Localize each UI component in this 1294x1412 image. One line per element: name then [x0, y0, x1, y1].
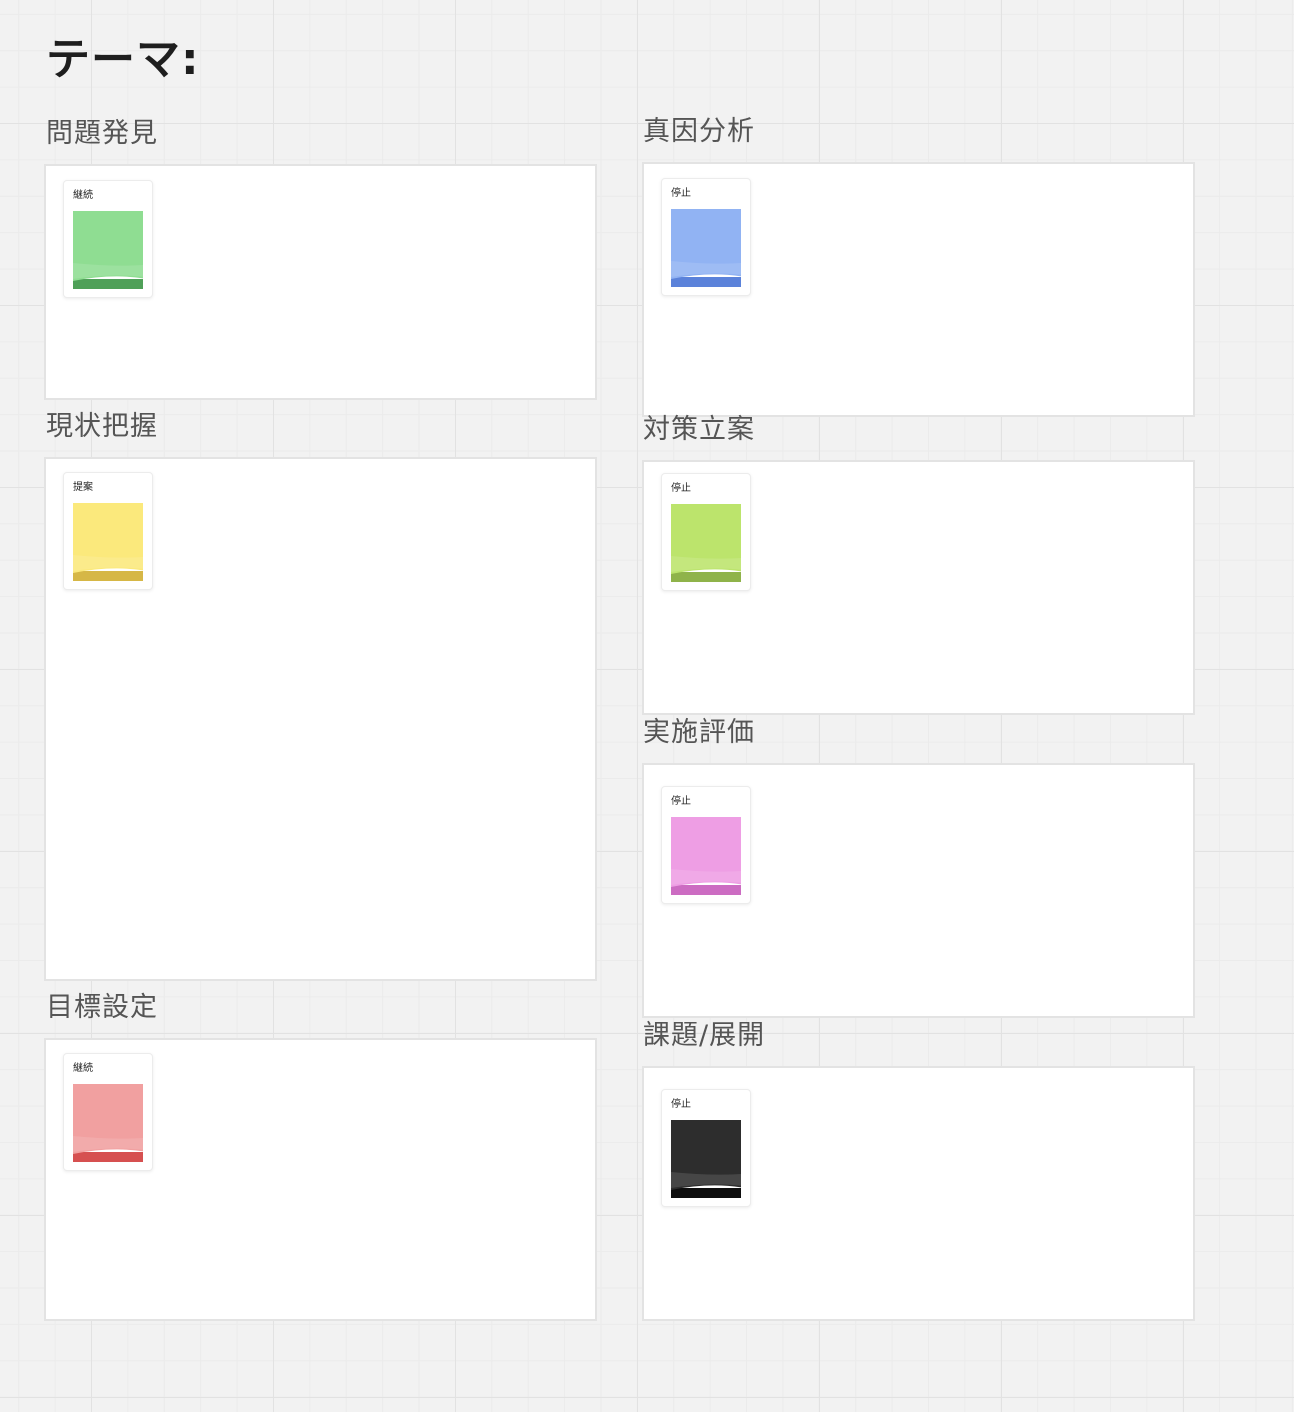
- frame-goal-setting[interactable]: 継続: [44, 1038, 597, 1321]
- card-label: 停止: [671, 483, 691, 494]
- card-label: 停止: [671, 796, 691, 807]
- frame-evaluation[interactable]: 停止: [642, 763, 1195, 1018]
- sticky-note-card[interactable]: 停止: [661, 473, 751, 591]
- frame-issues-expansion[interactable]: 停止: [642, 1066, 1195, 1321]
- sticky-note-red-icon: [73, 1084, 143, 1162]
- card-label: 継続: [73, 1063, 93, 1074]
- card-label: 停止: [671, 188, 691, 199]
- sticky-note-yellow-icon: [73, 503, 143, 581]
- board-title: テーマ:: [46, 34, 200, 85]
- sticky-note-blue-icon: [671, 209, 741, 287]
- sticky-note-card[interactable]: 提案: [63, 472, 153, 590]
- section-label-evaluation: 実施評価: [643, 717, 755, 748]
- sticky-note-pink-icon: [671, 817, 741, 895]
- sticky-note-lime-icon: [671, 504, 741, 582]
- section-label-goal-setting: 目標設定: [46, 992, 158, 1023]
- card-label: 継続: [73, 190, 93, 201]
- card-label: 停止: [671, 1099, 691, 1110]
- section-label-current-state: 現状把握: [46, 411, 158, 442]
- sticky-note-black-icon: [671, 1120, 741, 1198]
- sticky-note-card[interactable]: 停止: [661, 1089, 751, 1207]
- sticky-note-card[interactable]: 継続: [63, 1053, 153, 1171]
- sticky-note-card[interactable]: 停止: [661, 178, 751, 296]
- frame-current-state[interactable]: 提案: [44, 457, 597, 981]
- frame-problem-discovery[interactable]: 継続: [44, 164, 597, 400]
- sticky-note-card[interactable]: 停止: [661, 786, 751, 904]
- section-label-countermeasure: 対策立案: [643, 414, 755, 445]
- section-label-issues-expansion: 課題/展開: [643, 1020, 766, 1051]
- sticky-note-card[interactable]: 継続: [63, 180, 153, 298]
- section-label-root-cause: 真因分析: [643, 116, 755, 147]
- frame-countermeasure[interactable]: 停止: [642, 460, 1195, 715]
- card-label: 提案: [73, 482, 93, 493]
- section-label-problem-discovery: 問題発見: [46, 118, 158, 149]
- frame-root-cause[interactable]: 停止: [642, 162, 1195, 417]
- sticky-note-green-icon: [73, 211, 143, 289]
